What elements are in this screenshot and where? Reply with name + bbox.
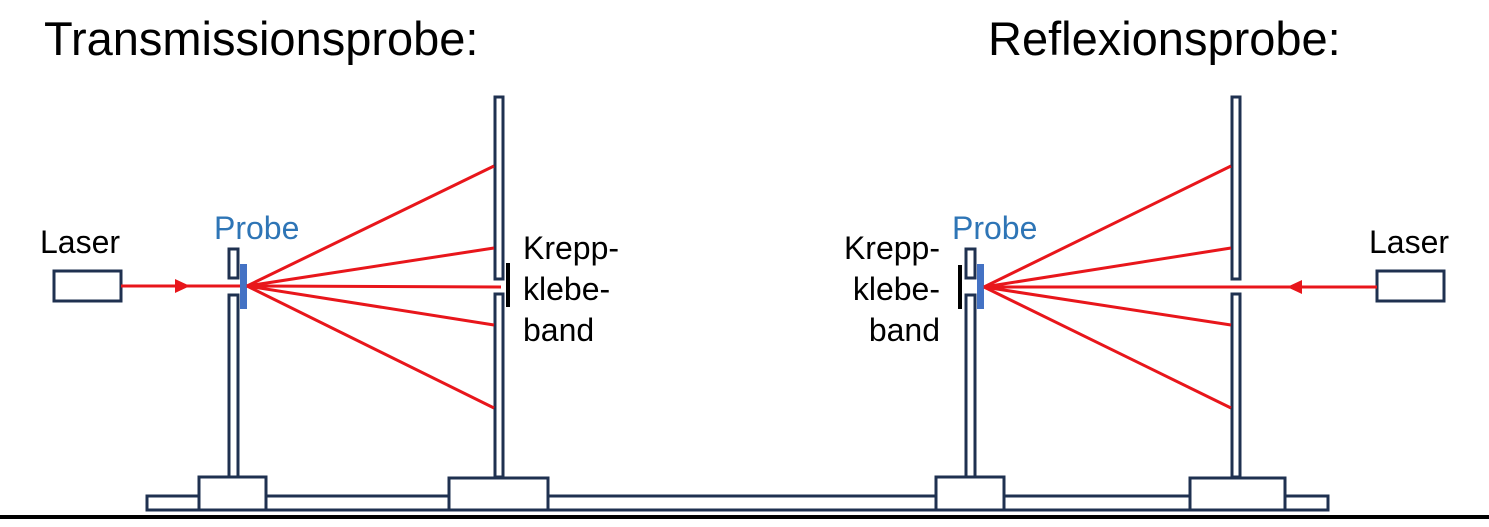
reflection-scattered-ray xyxy=(983,164,1232,289)
reflection-holder-pole-icon xyxy=(964,293,977,479)
reflection-holder-foot-icon xyxy=(934,475,1006,512)
transmission-laser-label: Laser xyxy=(40,224,120,260)
reflection-title: Reflexionsprobe: xyxy=(988,12,1341,65)
transmission-holder-foot-icon xyxy=(197,475,268,512)
transmission-laser-icon xyxy=(52,269,123,303)
reflection-scattered-ray xyxy=(983,285,1232,327)
reflection-screen-upper-icon xyxy=(1230,95,1242,281)
reflection-screen-lower-icon xyxy=(1230,292,1242,479)
reflection-setup: Laser Krepp- klebe- band Probe xyxy=(844,95,1449,512)
transmission-screen-upper-icon xyxy=(493,95,505,281)
reflection-tape-label-3: band xyxy=(869,312,940,348)
reflection-sample-plate-icon xyxy=(977,264,984,309)
transmission-scattered-ray xyxy=(246,246,495,288)
reflection-scattered-ray xyxy=(983,246,1232,289)
transmission-holder-pole-icon xyxy=(227,293,240,479)
reflection-laser-label: Laser xyxy=(1369,224,1449,260)
floor-line xyxy=(0,515,1489,519)
transmission-screen-foot-icon xyxy=(447,476,550,512)
transmission-tape-label-3: band xyxy=(523,312,594,348)
transmission-tape-label-2: klebe- xyxy=(523,271,610,307)
reflection-tape-label-1: Krepp- xyxy=(844,230,940,266)
reflection-screen-foot-icon xyxy=(1188,476,1287,512)
transmission-title: Transmissionsprobe: xyxy=(44,12,478,65)
transmission-tape-strip-icon xyxy=(506,263,510,307)
reflection-tape-label-2: klebe- xyxy=(853,271,940,307)
base-rail xyxy=(145,494,1330,512)
reflection-scattered-ray xyxy=(983,285,1232,410)
transmission-tape-label-1: Krepp- xyxy=(523,230,619,266)
reflection-sample-label: Probe xyxy=(952,210,1037,246)
transmission-setup: Laser Probe Krepp- klebe- band xyxy=(40,95,619,512)
transmission-scattered-ray xyxy=(246,284,495,410)
transmission-screen-lower-icon xyxy=(493,292,505,479)
transmission-holder-upper-icon xyxy=(227,247,240,280)
transmission-scattered-ray xyxy=(246,284,502,289)
transmission-arrow-head-icon xyxy=(175,279,190,293)
transmission-sample-label: Probe xyxy=(214,210,299,246)
reflection-laser-icon xyxy=(1375,269,1446,303)
reflection-tape-strip-icon xyxy=(958,265,962,309)
transmission-scattered-ray xyxy=(246,164,495,288)
reflection-arrow-head-icon xyxy=(1287,280,1302,294)
transmission-sample-plate-icon xyxy=(240,264,247,309)
reflection-holder-upper-icon xyxy=(964,247,977,280)
transmission-scattered-ray xyxy=(246,284,495,327)
